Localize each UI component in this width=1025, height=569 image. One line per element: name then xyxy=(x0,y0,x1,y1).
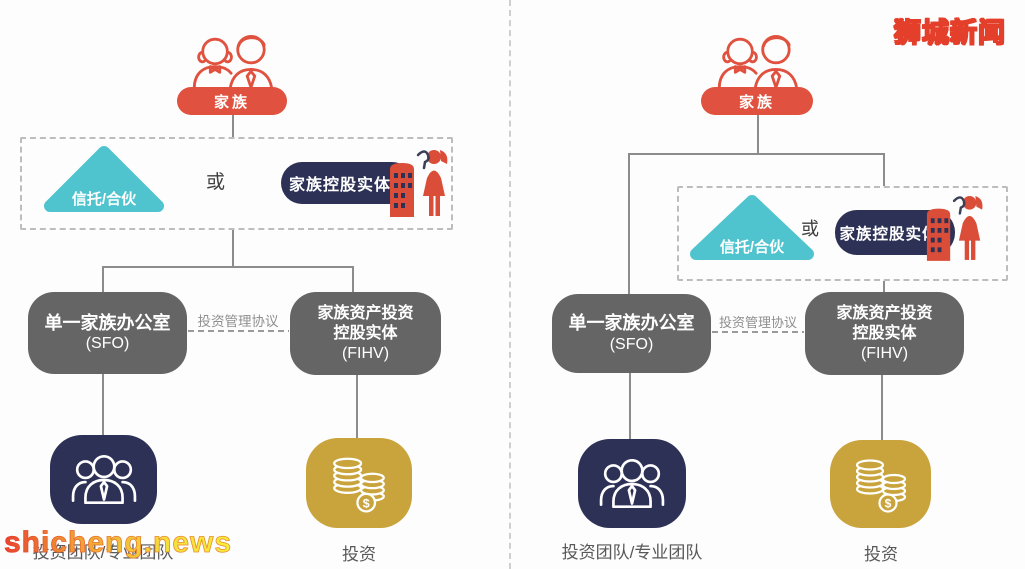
sfo-name: 单一家族办公室 xyxy=(568,313,695,334)
family-label: 家族 xyxy=(738,93,775,111)
sfo-node: 单一家族办公室 (SFO) xyxy=(552,294,711,373)
sfo-abbr: (SFO) xyxy=(609,335,654,353)
svg-text:$: $ xyxy=(363,496,370,510)
or-label: 或 xyxy=(206,172,226,193)
family-holding-entity-label: 家族控股实体 xyxy=(288,177,391,194)
coins-icon: $ xyxy=(333,457,385,513)
building-woman-icon xyxy=(390,150,448,217)
investment-agreement-label: 投资管理协议 xyxy=(718,315,797,330)
ownership-options-box xyxy=(20,137,453,230)
triangle-shape xyxy=(690,195,814,260)
people-group-icon xyxy=(599,458,665,508)
investment-team-label: 投资团队/专业团队 xyxy=(561,543,703,562)
fihv-abbr: (FIHV) xyxy=(860,344,909,362)
family-couple-icon xyxy=(192,34,274,90)
building-woman-icon xyxy=(926,196,983,261)
site-logo: 狮城新闻 xyxy=(893,17,1006,48)
sfo-name: 单一家族办公室 xyxy=(44,312,171,333)
investment-team-node xyxy=(578,439,686,528)
trust-partnership-label: 信托/合伙 xyxy=(71,191,137,208)
coins-icon: $ xyxy=(855,459,906,513)
investment-label: 投资 xyxy=(342,545,376,564)
sfo-node: 单一家族办公室 (SFO) xyxy=(28,292,187,374)
or-label: 或 xyxy=(801,219,819,239)
trust-partnership-label: 信托/合伙 xyxy=(719,239,785,256)
investment-label: 投资 xyxy=(864,545,898,564)
fihv-line2: 控股实体 xyxy=(333,324,398,342)
triangle-shape xyxy=(44,146,164,212)
investment-team-label: 投资团队/专业团队 xyxy=(8,538,198,563)
family-label: 家族 xyxy=(213,93,250,111)
fihv-line1: 家族资产投资 xyxy=(317,304,414,322)
family-node: 家族 xyxy=(177,87,287,115)
family-node: 家族 xyxy=(701,87,813,115)
investment-team-node xyxy=(50,435,157,524)
fihv-line2: 控股实体 xyxy=(852,324,917,342)
watermark: shicheng.news xyxy=(4,526,233,560)
family-holding-entity-label: 家族控股实体 xyxy=(839,225,939,243)
trust-partnership-node: 信托/合伙 xyxy=(686,191,818,264)
fihv-abbr: (FIHV) xyxy=(341,344,390,362)
family-couple-icon xyxy=(717,34,799,90)
panel-divider xyxy=(509,0,511,569)
fihv-node: 家族资产投资 控股实体 (FIHV) xyxy=(290,292,441,375)
svg-text:$: $ xyxy=(884,497,891,511)
investment-agreement-label: 投资管理协议 xyxy=(197,314,279,329)
fihv-node: 家族资产投资 控股实体 (FIHV) xyxy=(805,292,964,375)
sfo-abbr: (SFO) xyxy=(85,335,130,353)
investment-node: $ xyxy=(830,440,931,528)
investment-node: $ xyxy=(306,438,412,528)
fihv-line1: 家族资产投资 xyxy=(836,304,933,322)
people-group-icon xyxy=(71,454,136,504)
trust-partnership-node: 信托/合伙 xyxy=(40,142,168,216)
